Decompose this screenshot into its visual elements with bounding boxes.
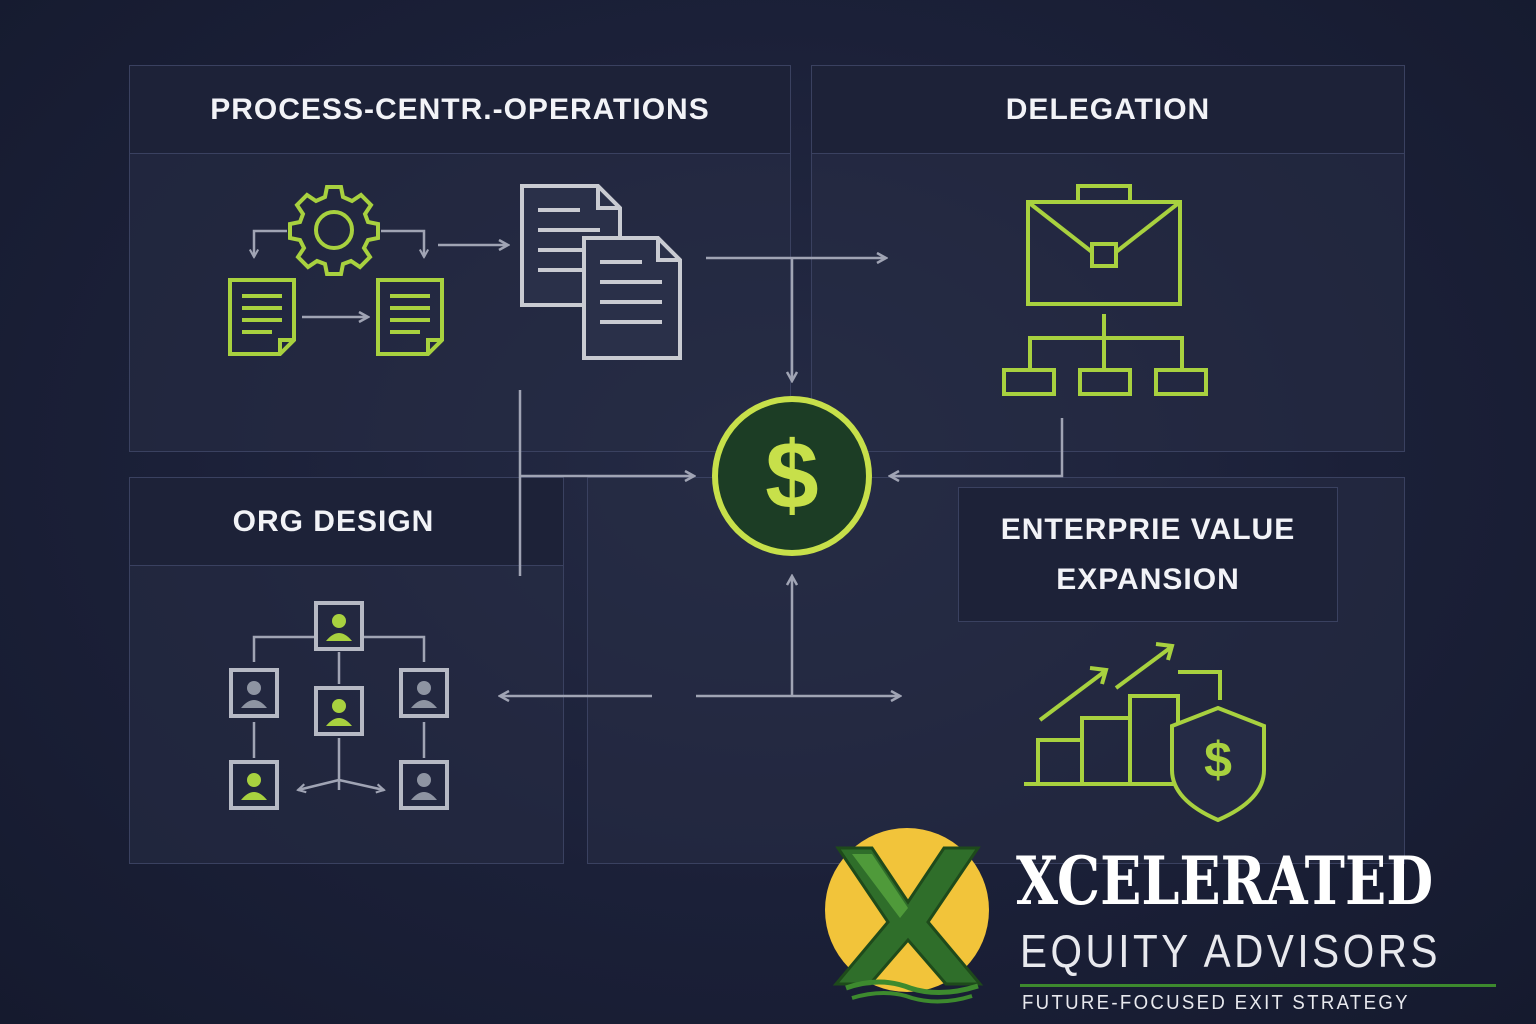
process-panel-header: PROCESS-CENTR.-OPERATIONS: [129, 65, 791, 154]
person-card-bottom-right-icon: [399, 760, 449, 810]
brand-tagline: FUTURE-FOCUSED EXIT STRATEGY: [1022, 992, 1410, 1014]
brand-name: XCELERATED: [1016, 842, 1434, 920]
org-design-panel-title: ORG DESIGN: [232, 504, 435, 538]
center-dollar-icon: [712, 396, 872, 556]
shield-dollar-icon: [1170, 705, 1266, 823]
process-flow-arrows: [254, 229, 508, 317]
shield-dollar-symbol: $: [1204, 732, 1232, 788]
process-panel-title: PROCESS-CENTR.-OPERATIONS: [210, 92, 710, 126]
center-dollar-symbol: $: [765, 422, 819, 529]
person-card-left-icon: [229, 668, 279, 718]
enterprise-value-title-line1: ENTERPRIE VALUE: [1000, 512, 1296, 546]
logo-emblem: [825, 828, 989, 1004]
enterprise-value-title-line2: EXPANSION: [1056, 562, 1240, 596]
enterprise-value-panel-header: ENTERPRIE VALUE EXPANSION: [958, 487, 1338, 622]
person-card-center-icon: [314, 686, 364, 736]
org-chart-icon: [1002, 314, 1208, 396]
org-design-panel-header: ORG DESIGN: [129, 477, 564, 566]
person-card-right-icon: [399, 668, 449, 718]
delegation-panel-title: DELEGATION: [1005, 92, 1211, 126]
brand-divider: [1020, 984, 1496, 987]
document-icon-green-left: [228, 278, 296, 356]
org-design-connectors: [252, 635, 426, 790]
brand-subtitle: EQUITY ADVISORS: [1020, 925, 1441, 977]
delegation-panel-header: DELEGATION: [811, 65, 1405, 154]
briefcase-icon: [1026, 184, 1182, 306]
document-icon-green-right: [376, 278, 444, 356]
gear-icon: [288, 185, 380, 276]
connector-arrows: [500, 258, 1064, 696]
person-card-top-icon: [314, 601, 364, 651]
documents-stack-icon: [520, 184, 682, 360]
person-card-bottom-left-icon: [229, 760, 279, 810]
